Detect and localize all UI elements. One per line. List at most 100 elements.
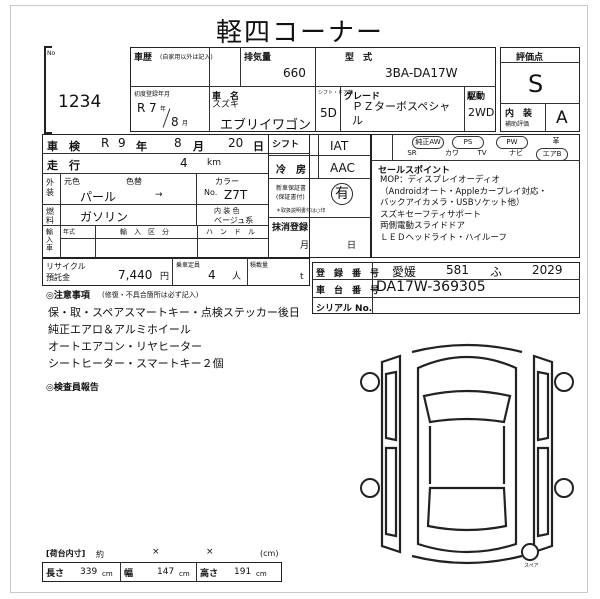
sales-points-label: セールスポイント [378, 166, 451, 176]
score-label: 評価点 [516, 53, 544, 63]
mileage-label: 走 行 [47, 159, 80, 172]
equipment-pill: エアB [536, 148, 568, 161]
capacity-label: 乗車定員 [176, 262, 201, 269]
lot-box [42, 46, 126, 134]
sheet-frame [10, 5, 588, 593]
warranty-label: 新車保証書 [276, 185, 307, 192]
shift-value: IAT [330, 139, 349, 153]
dimensions-grid [42, 562, 282, 582]
grade-label: グレード [344, 92, 381, 102]
inspection-year-unit: 年 [136, 140, 147, 153]
sales-point-line: MOP：ディスプレイオーディオ [380, 175, 500, 185]
model-value: 3BA-DA17W [385, 66, 458, 80]
capacity-unit: 人 [232, 272, 242, 282]
sales-point-line: 両側電動スライドドア [380, 221, 466, 231]
first-reg-era: R [137, 101, 146, 115]
score-value: S [528, 70, 544, 98]
color-name: パール [80, 190, 117, 204]
color-section-label: 外装 [46, 178, 54, 197]
import-section-label: 輸入車 [46, 228, 53, 252]
model-label: 型 式 [345, 53, 373, 63]
grade-value: ＰＺターボスペシャル [352, 100, 451, 127]
warranty-mark: 有 [331, 183, 353, 205]
note-line-1: 保・取・スペアスマートキー・点検ステッカー後日 [48, 306, 300, 319]
drive-value: 2WD [468, 106, 495, 119]
manual-note: ＊取扱説明書付は○印 [276, 208, 326, 214]
plate-class: 581 [446, 263, 469, 277]
load-unit: t [300, 272, 304, 282]
car-name-value: エブリイワゴン [220, 118, 312, 133]
plate-number: 2029 [532, 263, 563, 277]
color-change-label: 色替 [126, 177, 142, 186]
car-name-label: 車 名 [212, 92, 240, 102]
recycle-unit: 円 [160, 272, 170, 282]
first-reg-month-unit: 月 [182, 120, 189, 127]
inspection-day-unit: 日 [253, 140, 264, 153]
door-count: 5D [320, 106, 337, 120]
width-label: 幅 [124, 569, 134, 579]
cargo-x-2: × [206, 547, 214, 557]
cargo-unit: (cm) [260, 549, 279, 558]
note-line-3: オートエアコン・リヤヒーター [48, 340, 202, 353]
storage-day-unit: 日 [347, 241, 357, 251]
lot-number: 1234 [58, 92, 102, 112]
fuel-section-label: 燃料 [46, 207, 54, 225]
sales-point-line: ＬＥＤヘッドライト・ハイルーフ [380, 232, 507, 243]
plate-region: 愛媛 [392, 265, 417, 279]
spare-label: スペア [524, 563, 539, 569]
plate-kana: ふ [490, 265, 503, 279]
equipment-pill: 革 [552, 137, 560, 145]
note-line-4: シートヒーター・スマートキー２個 [48, 357, 224, 370]
sales-point-line: （Androidオート・Appleカープレイ対応・ [380, 186, 548, 197]
options-grid [371, 134, 580, 258]
cargo-sub: 約 [96, 550, 104, 559]
first-reg-year-unit: 年 [160, 106, 167, 113]
inspection-day: 20 [228, 136, 244, 150]
recycle-sub: 預託金 [46, 273, 70, 282]
cargo-x-1: × [152, 547, 160, 557]
height-unit: cm [256, 570, 267, 578]
maker-value: スズキ [212, 100, 240, 110]
first-reg-label: 初度登録年月 [134, 91, 171, 98]
equipment-pill: PW [496, 136, 528, 149]
score-box [500, 47, 580, 132]
recycle-amount: 7,440 [118, 268, 153, 282]
color-code-sub: No. [204, 188, 218, 197]
plate-label: 登 録 番 号 [316, 269, 380, 279]
displacement-label: 排気量 [244, 53, 272, 63]
equipment-pill: SR [407, 149, 417, 157]
first-reg-month: 8 [171, 115, 179, 129]
notes-header: ◎注意事項 [46, 291, 90, 301]
history-label: 車歴 [134, 53, 153, 63]
equipment-pill: ナビ [509, 149, 523, 157]
interior-score-sub: 補助評価 [505, 121, 530, 128]
length-unit: cm [102, 570, 113, 578]
length-label: 長さ [46, 569, 65, 579]
registration-grid [312, 262, 580, 314]
inspection-grid [42, 134, 310, 258]
inspection-label: 車 検 [47, 140, 80, 153]
equipment-grid [268, 134, 371, 258]
color-orig-label: 元色 [64, 177, 80, 186]
lot-no-label: No [47, 50, 56, 57]
chassis-label: 車 台 番 号 [316, 286, 380, 296]
sheet-title: 軽四コーナー [215, 18, 384, 48]
import-year-label: 年式 [63, 229, 76, 236]
storage-month-unit: 月 [300, 241, 310, 251]
cargo-label: [荷台内寸] [46, 549, 86, 558]
handle-label: ハ ン ド ル [206, 228, 255, 236]
ac-value: AAC [330, 161, 355, 175]
chassis-value: DA17W-369305 [376, 279, 486, 295]
interior-score-value: A [556, 108, 568, 128]
first-reg-year: 7 [149, 101, 157, 115]
equipment-pill: カワ [445, 149, 459, 157]
inspection-month-unit: 月 [193, 140, 204, 153]
car-damage-diagram [360, 343, 574, 565]
mileage-value: 4 [180, 156, 188, 170]
displacement-value: 660 [283, 66, 306, 80]
mileage-unit: km [207, 158, 221, 168]
interior-color-label: 内 装 色 [214, 207, 240, 215]
storage-label: 抹消登録 [272, 223, 309, 233]
import-class-label: 輸 入 区 分 [120, 228, 169, 236]
color-code: Z7T [224, 188, 248, 202]
